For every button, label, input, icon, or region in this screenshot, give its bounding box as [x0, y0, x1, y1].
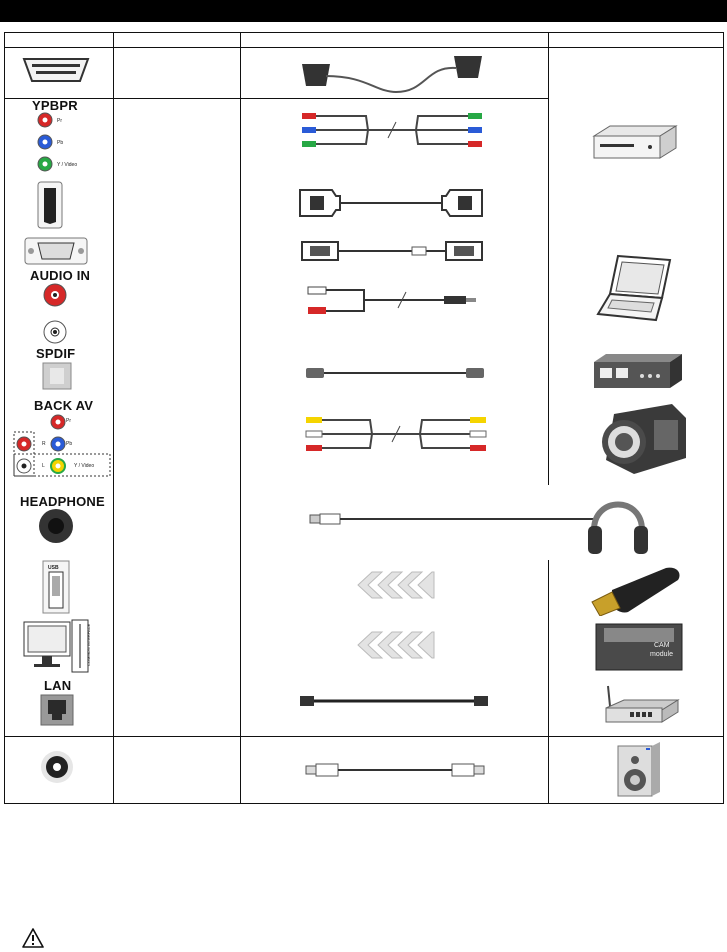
usb-label: USB: [48, 565, 59, 571]
usb-port-icon: [42, 560, 70, 614]
component-cable-icon: [302, 113, 482, 147]
warning-triangle-icon: [22, 928, 44, 948]
lan-port-icon: [40, 694, 74, 726]
camcorder-icon: [602, 404, 686, 474]
spdif-label: SPDIF: [36, 346, 76, 361]
back-av-pr-label: Pr: [66, 418, 71, 424]
dvd-player-icon: [592, 125, 678, 159]
router-icon: [605, 685, 680, 723]
back-av-l-label: L: [42, 463, 45, 469]
audio-in-jacks-icon: [43, 283, 67, 344]
hdmi-cable-icon: [299, 189, 483, 217]
ypbpr-jacks-icon: [37, 112, 53, 172]
back-av-label: BACK AV: [34, 398, 94, 413]
cam-label: CAM: [654, 642, 670, 649]
lan-label: LAN: [44, 678, 72, 693]
vga-cable-icon: [301, 241, 483, 261]
ypbpr-label: YPBPR: [32, 98, 78, 113]
lan-cable-icon: [300, 696, 488, 706]
usb-stick-icon: [591, 567, 680, 616]
speaker-icon: [617, 742, 660, 797]
hdmi-port-icon: [37, 181, 63, 229]
back-av-jacks-icon: [13, 414, 111, 477]
tv-ci-slot-icon: [23, 619, 89, 673]
laptop-icon: [596, 254, 672, 322]
cam-module-label: module: [650, 651, 673, 658]
scart-cable-icon: [302, 56, 482, 94]
back-av-y-label: Y / Video: [74, 463, 95, 469]
spdif-port-icon: [42, 362, 72, 390]
vga-port-icon: [24, 237, 88, 265]
optical-cable-icon: [306, 368, 484, 378]
y-video-label: Y / Video: [57, 162, 78, 168]
headphone-cable-icon: [309, 513, 594, 525]
pb-label: Pb: [57, 140, 64, 146]
headphone-jack-icon: [39, 509, 73, 543]
back-av-pb-label: Pb: [66, 441, 73, 447]
cam-module-icon: [595, 623, 683, 671]
audio-in-label: AUDIO IN: [30, 268, 91, 283]
headphone-label: HEADPHONE: [20, 494, 105, 509]
common-interface-label: COMMON INTERFACE: [86, 623, 91, 666]
audio-amplifier-icon: [594, 354, 682, 388]
pr-label: Pr: [57, 118, 62, 124]
usb-insert-arrows-icon: [357, 571, 435, 599]
connection-table: [4, 32, 724, 804]
back-av-r-label: R: [42, 441, 46, 447]
audio-cable-icon: [307, 286, 476, 314]
scart-port-icon: [22, 58, 90, 82]
header-bar: [0, 0, 727, 22]
coaxial-cable-icon: [305, 763, 485, 777]
coaxial-port-icon: [41, 751, 73, 783]
cam-insert-arrows-icon: [357, 631, 435, 659]
av-cable-icon: [305, 417, 487, 451]
headphones-icon: [588, 501, 648, 554]
